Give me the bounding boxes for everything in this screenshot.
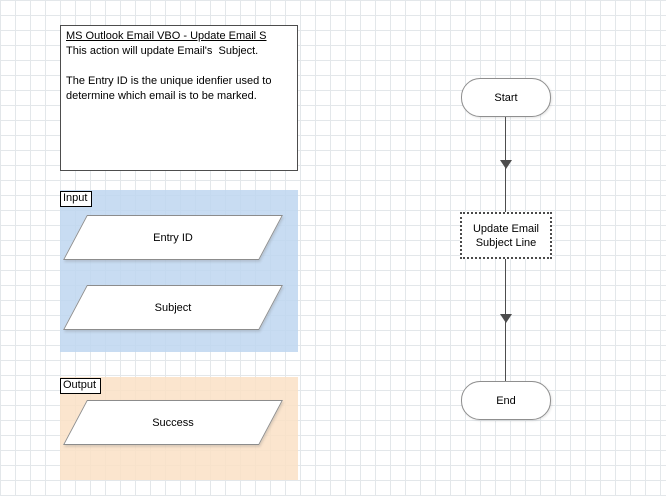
start-stage[interactable]: Start [461,78,551,117]
input-block-label: Input [60,191,93,207]
end-stage[interactable]: End [461,381,551,420]
data-item-subject[interactable]: Subject [63,285,283,330]
arrow-down-icon [500,314,512,323]
data-item-label: Entry ID [153,231,193,244]
end-stage-label: End [496,394,516,407]
action-stage-update-email-subject[interactable]: Update Email Subject Line [460,212,552,259]
action-stage-label-line1: Update Email [472,222,540,235]
action-stage-label-line2: Subject Line [475,236,537,249]
note-body-line2: The Entry ID is the unique idenfier used… [66,75,275,102]
note-title: MS Outlook Email VBO - Update Email S [66,30,267,42]
data-item-entry-id[interactable]: Entry ID [63,215,283,260]
output-block-label: Output [60,378,102,394]
start-stage-label: Start [494,91,518,104]
arrow-down-icon [500,160,512,169]
note-body-line1: This action will update Email's Subject. [66,45,259,57]
note-stage[interactable]: MS Outlook Email VBO - Update Email S Th… [60,25,298,171]
data-item-label: Subject [154,301,192,314]
data-item-success[interactable]: Success [63,400,283,445]
data-item-label: Success [152,416,194,429]
